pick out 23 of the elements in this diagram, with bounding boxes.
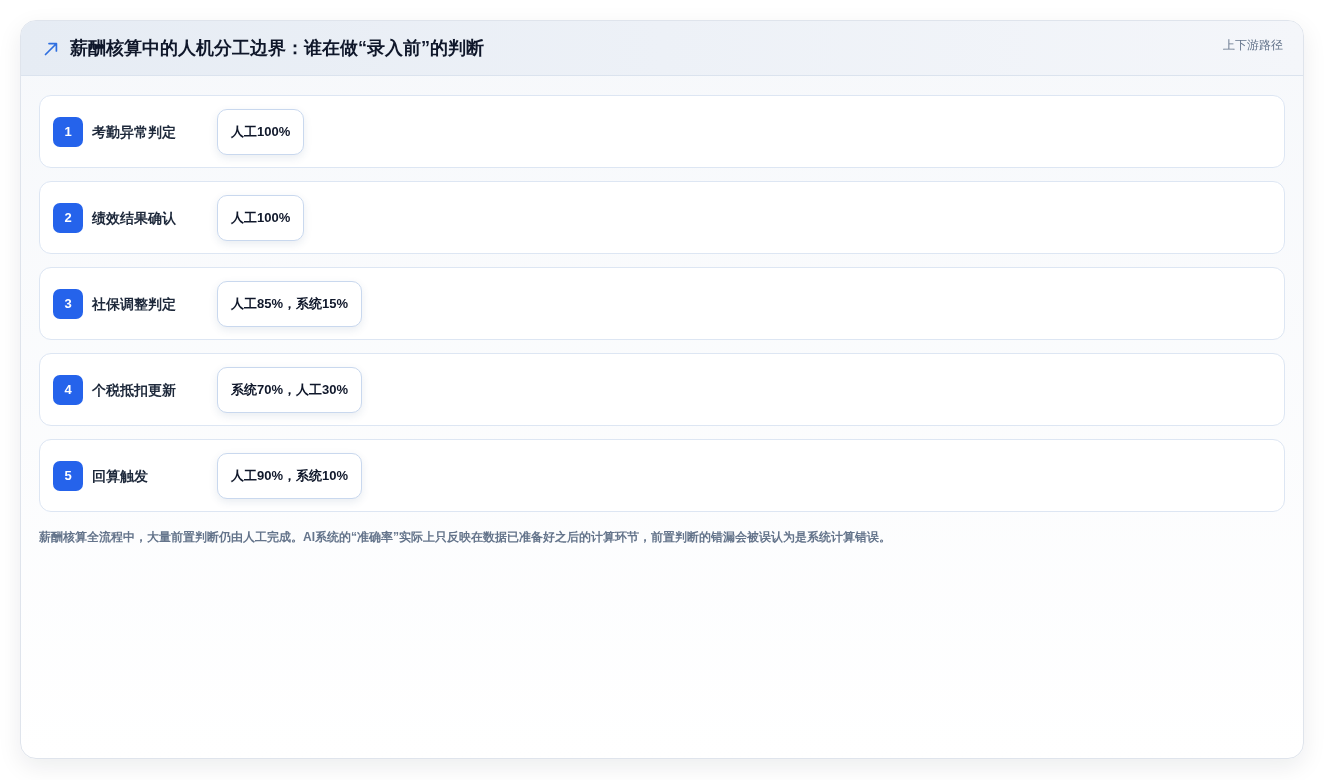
share-tag: 人工100% <box>217 195 305 241</box>
share-tag: 系统70%，人工30% <box>217 367 363 413</box>
title: 薪酬核算中的人机分工边界：谁在做“录入前”的判断 <box>70 37 484 60</box>
share-tag: 人工85%，系统15% <box>217 281 363 327</box>
step-number: 4 <box>53 375 83 405</box>
step-card <box>39 439 1285 512</box>
caption: 薪酬核算全流程中，大量前置判断仍由人工完成。AI系统的“准确率”实际上只反映在数据已准备好之后的计算环节，前置判断的错漏会被误认为是系统计算错误。 <box>39 529 891 545</box>
step-card <box>39 95 1285 168</box>
step-number: 2 <box>53 203 83 233</box>
step-number: 3 <box>53 289 83 319</box>
step-card <box>39 181 1285 254</box>
step-number: 1 <box>53 117 83 147</box>
step-label: 绩效结果确认 <box>92 209 176 227</box>
step-label: 个税抵扣更新 <box>92 381 176 399</box>
step-label: 考勤异常判定 <box>92 123 176 141</box>
step-card <box>39 353 1285 426</box>
share-tag: 人工100% <box>217 109 305 155</box>
step-number: 5 <box>53 461 83 491</box>
share-tag: 人工90%，系统10% <box>217 453 363 499</box>
step-card <box>39 267 1285 340</box>
header-note: 上下游路径 <box>1223 37 1283 53</box>
step-label: 回算触发 <box>92 467 148 485</box>
step-label: 社保调整判定 <box>92 295 176 313</box>
